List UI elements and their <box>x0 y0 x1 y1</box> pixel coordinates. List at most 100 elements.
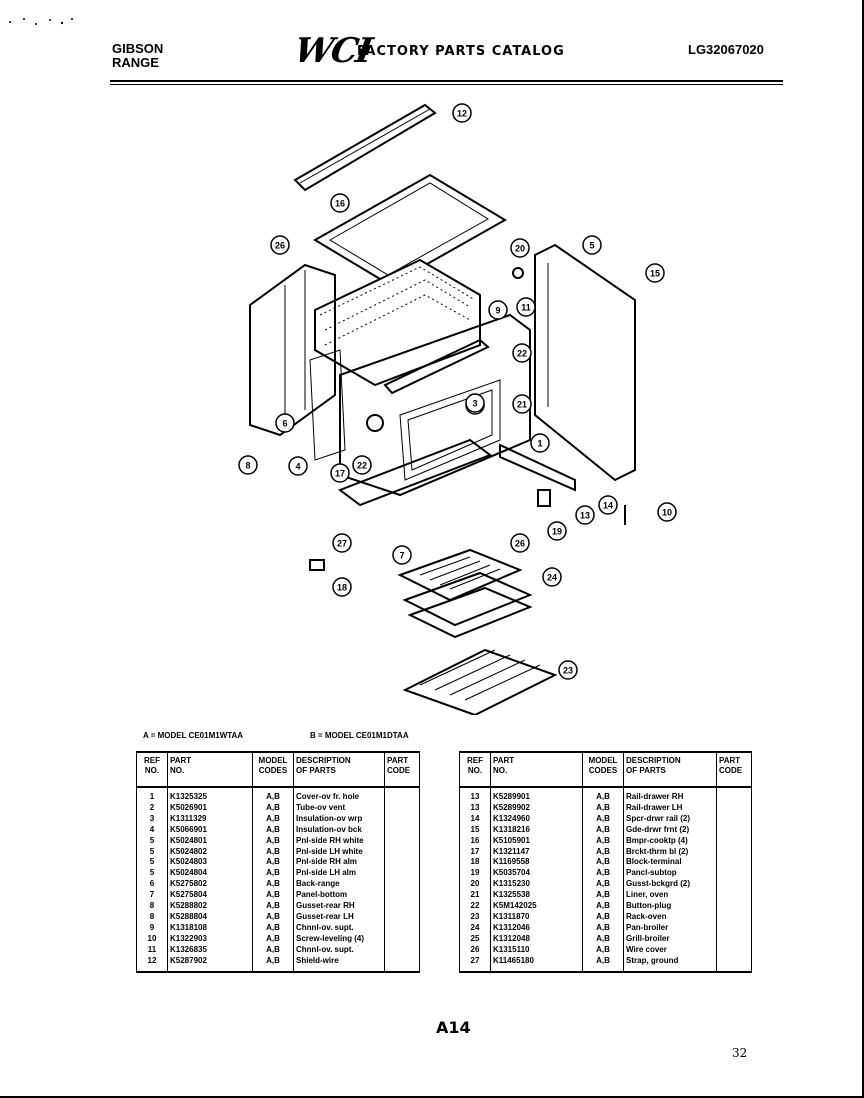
part-no-cell: K5026901 <box>167 802 253 814</box>
ref-no-cell: 12 <box>136 955 168 973</box>
model-codes-cell: A,B <box>582 802 624 814</box>
callout-label: 11 <box>521 303 531 313</box>
model-codes-cell: A,B <box>582 901 624 912</box>
part-no-cell: K1318216 <box>490 824 583 836</box>
callout-16: 16 <box>330 193 350 213</box>
callout-label: 6 <box>282 419 287 429</box>
part-code-cell <box>716 933 752 945</box>
part-no-cell: K5M142025 <box>490 901 583 912</box>
ref-no-cell: 8 <box>136 901 168 912</box>
callout-21: 21 <box>512 394 532 414</box>
model-codes-cell: A,B <box>582 922 624 934</box>
description-cell: Bmpr-cooktp (4) <box>623 835 717 847</box>
part-code-cell <box>716 890 752 902</box>
ref-no-cell: 5 <box>136 868 168 880</box>
part-no-cell: K1311870 <box>490 911 583 923</box>
callout-26: 26 <box>270 235 290 255</box>
callout-9: 9 <box>488 300 508 320</box>
callout-5: 5 <box>582 235 602 255</box>
part-code-cell <box>384 922 420 934</box>
description-cell: Tube-ov vent <box>293 802 385 814</box>
callout-circle <box>558 660 578 680</box>
model-a-label: A = MODEL CE01M1WTAA <box>143 731 244 740</box>
callout-label: 1 <box>537 439 542 449</box>
callout-15: 15 <box>645 263 665 283</box>
model-codes-cell: A,B <box>252 944 294 956</box>
callout-label: 12 <box>457 109 467 119</box>
ref-no-cell: 5 <box>136 857 168 869</box>
part-code-cell <box>384 933 420 945</box>
part-no-cell: K5289902 <box>490 802 583 814</box>
ref-no-cell: 9 <box>136 922 168 934</box>
ref-no-cell: 7 <box>136 890 168 902</box>
model-codes-cell: A,B <box>582 955 624 973</box>
model-codes-cell: A,B <box>252 857 294 869</box>
ref-no-cell: 16 <box>459 835 491 847</box>
callout-circle <box>465 393 485 413</box>
ref-no-cell: 13 <box>459 802 491 814</box>
description-cell: Brckt-thrm bl (2) <box>623 846 717 858</box>
callout-label: 18 <box>337 583 347 593</box>
model-codes-cell: A,B <box>252 955 294 973</box>
model-codes-cell: A,B <box>252 846 294 858</box>
part-code-cell <box>384 944 420 956</box>
model-codes-cell: A,B <box>252 802 294 814</box>
ref-no-cell: 13 <box>459 787 491 803</box>
description-cell: Shield-wire <box>293 955 385 973</box>
part-code-cell <box>716 944 752 956</box>
callout-12: 12 <box>452 103 472 123</box>
callout-circle <box>238 455 258 475</box>
part-no-cell: K5024802 <box>167 846 253 858</box>
callout-circle <box>542 567 562 587</box>
callout-label: 17 <box>335 469 345 479</box>
model-codes-cell: A,B <box>582 879 624 891</box>
ref-no-cell: 21 <box>459 890 491 902</box>
part-no-cell: K5289901 <box>490 787 583 803</box>
callout-circle <box>275 413 295 433</box>
callout-circle <box>512 343 532 363</box>
callout-24: 24 <box>542 567 562 587</box>
ref-no-cell: 15 <box>459 824 491 836</box>
callout-1: 1 <box>530 433 550 453</box>
part-no-cell: K1312048 <box>490 933 583 945</box>
description-cell: Insulation-ov bck <box>293 824 385 836</box>
ref-no-cell: 3 <box>136 813 168 825</box>
model-codes-cell: A,B <box>582 846 624 858</box>
description-cell: Strap, ground <box>623 955 717 973</box>
model-b-label: B = MODEL CE01M1DTAA <box>310 731 409 740</box>
part-no-cell: K1321147 <box>490 846 583 858</box>
description-cell: Button-plug <box>623 901 717 912</box>
part-code-cell <box>384 824 420 836</box>
part-code-cell <box>384 846 420 858</box>
part-code-cell <box>716 857 752 869</box>
page-number: 32 <box>732 1046 748 1060</box>
part-code-cell <box>716 922 752 934</box>
part-code-cell <box>384 857 420 869</box>
part-no-cell: K5035704 <box>490 868 583 880</box>
callout-circle <box>392 545 412 565</box>
model-codes-cell: A,B <box>582 890 624 902</box>
callout-17: 17 <box>330 463 350 483</box>
callout-circle <box>332 577 352 597</box>
callout-label: 5 <box>589 241 594 251</box>
callout-label: 4 <box>295 462 300 472</box>
callout-11: 11 <box>516 297 536 317</box>
